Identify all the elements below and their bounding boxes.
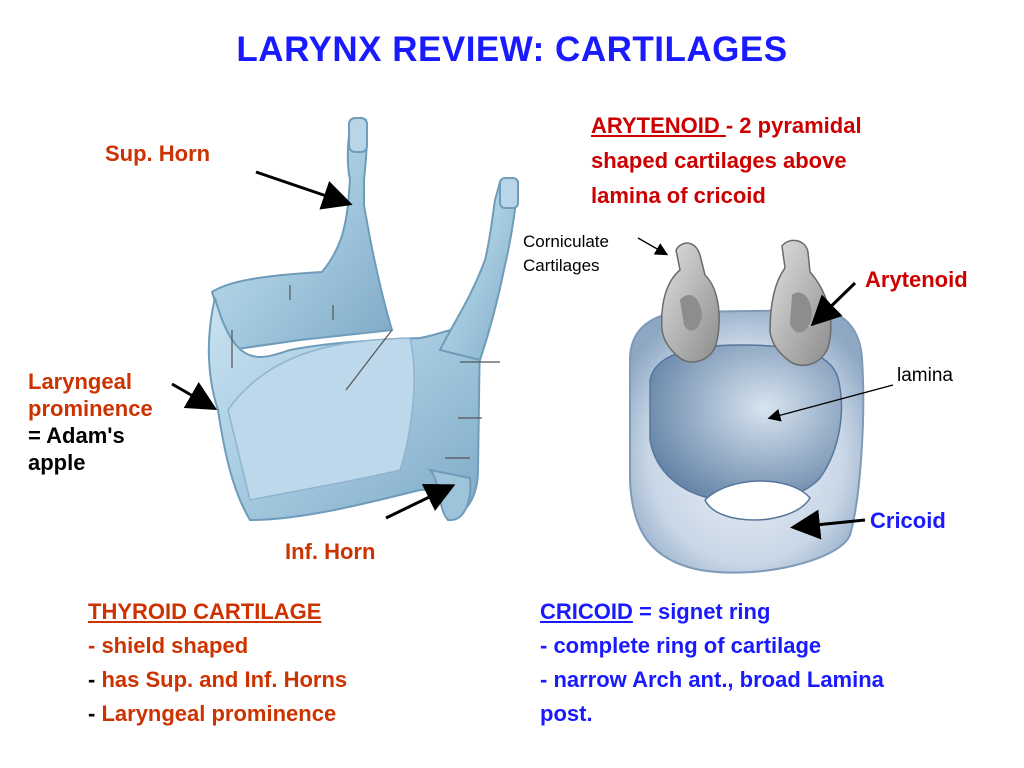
label-adams-apple: = Adam's apple: [28, 422, 125, 476]
label-corniculate-line2: Cartilages: [523, 256, 600, 275]
label-laryngeal-prominence: Laryngeal prominence: [28, 368, 153, 422]
label-sup-horn: Sup. Horn: [105, 141, 211, 166]
label-laryngeal-line2: prominence: [28, 396, 153, 421]
cricoid-section: CRICOID = signet ring - complete ring of…: [540, 598, 884, 727]
thyroid-point-3: Laryngeal prominence: [101, 701, 337, 726]
label-corniculate-line1: Corniculate: [523, 232, 609, 251]
thyroid-cartilage-illustration: [207, 117, 520, 522]
thyroid-point-1: - shield shaped: [88, 633, 249, 658]
label-laryngeal-line1: Laryngeal: [28, 369, 132, 394]
label-corniculate: Corniculate Cartilages: [523, 230, 609, 278]
cricoid-heading: CRICOID: [540, 599, 633, 624]
thyroid-heading: THYROID CARTILAGE: [88, 599, 322, 624]
arrow-cricoid: [790, 509, 866, 540]
arytenoid-section: ARYTENOID - 2 pyramidal shaped cartilage…: [591, 112, 862, 209]
thyroid-dash-2: -: [88, 701, 102, 726]
arrow-corniculate: [637, 237, 669, 256]
cricoid-point-2: - narrow Arch ant., broad Lamina: [540, 667, 884, 692]
thyroid-point-2: has Sup. and Inf. Horns: [101, 667, 348, 692]
thyroid-point-2-row: - has Sup. and Inf. Horns: [88, 666, 347, 693]
arytenoid-line1: ARYTENOID - 2 pyramidal: [591, 112, 862, 139]
arrow-laryngeal-prominence: [171, 382, 218, 410]
cricoid-heading-row: CRICOID = signet ring: [540, 598, 884, 625]
arytenoid-desc-3: lamina of cricoid: [591, 183, 766, 208]
label-arytenoid: Arytenoid: [865, 267, 968, 292]
label-cricoid: Cricoid: [870, 508, 946, 533]
arrow-inf-horn: [385, 483, 456, 520]
label-adams-line2: apple: [28, 450, 86, 475]
arytenoid-desc-2: shaped cartilages above: [591, 148, 847, 173]
cricoid-point-3: post.: [540, 701, 593, 726]
label-adams-line1: = Adam's: [28, 423, 125, 448]
arytenoid-desc-1: - 2 pyramidal: [725, 113, 862, 138]
annotation-arrows: [171, 170, 894, 540]
thyroid-point-3-row: - Laryngeal prominence: [88, 700, 347, 727]
cricoid-cartilage-illustration: [629, 239, 865, 574]
thyroid-section: THYROID CARTILAGE - shield shaped - has …: [88, 598, 347, 727]
arrow-lamina: [767, 384, 894, 422]
cricoid-heading-rest: = signet ring: [632, 599, 771, 624]
arrow-sup-horn: [255, 170, 353, 210]
arytenoid-heading: ARYTENOID: [591, 113, 726, 138]
arrow-arytenoid: [810, 281, 857, 327]
thyroid-dash-1: -: [88, 667, 102, 692]
label-lamina: lamina: [897, 365, 953, 386]
page-title: LARYNX REVIEW: CARTILAGES: [236, 30, 788, 69]
cricoid-point-1: - complete ring of cartilage: [540, 633, 822, 658]
label-inf-horn: Inf. Horn: [285, 539, 376, 564]
